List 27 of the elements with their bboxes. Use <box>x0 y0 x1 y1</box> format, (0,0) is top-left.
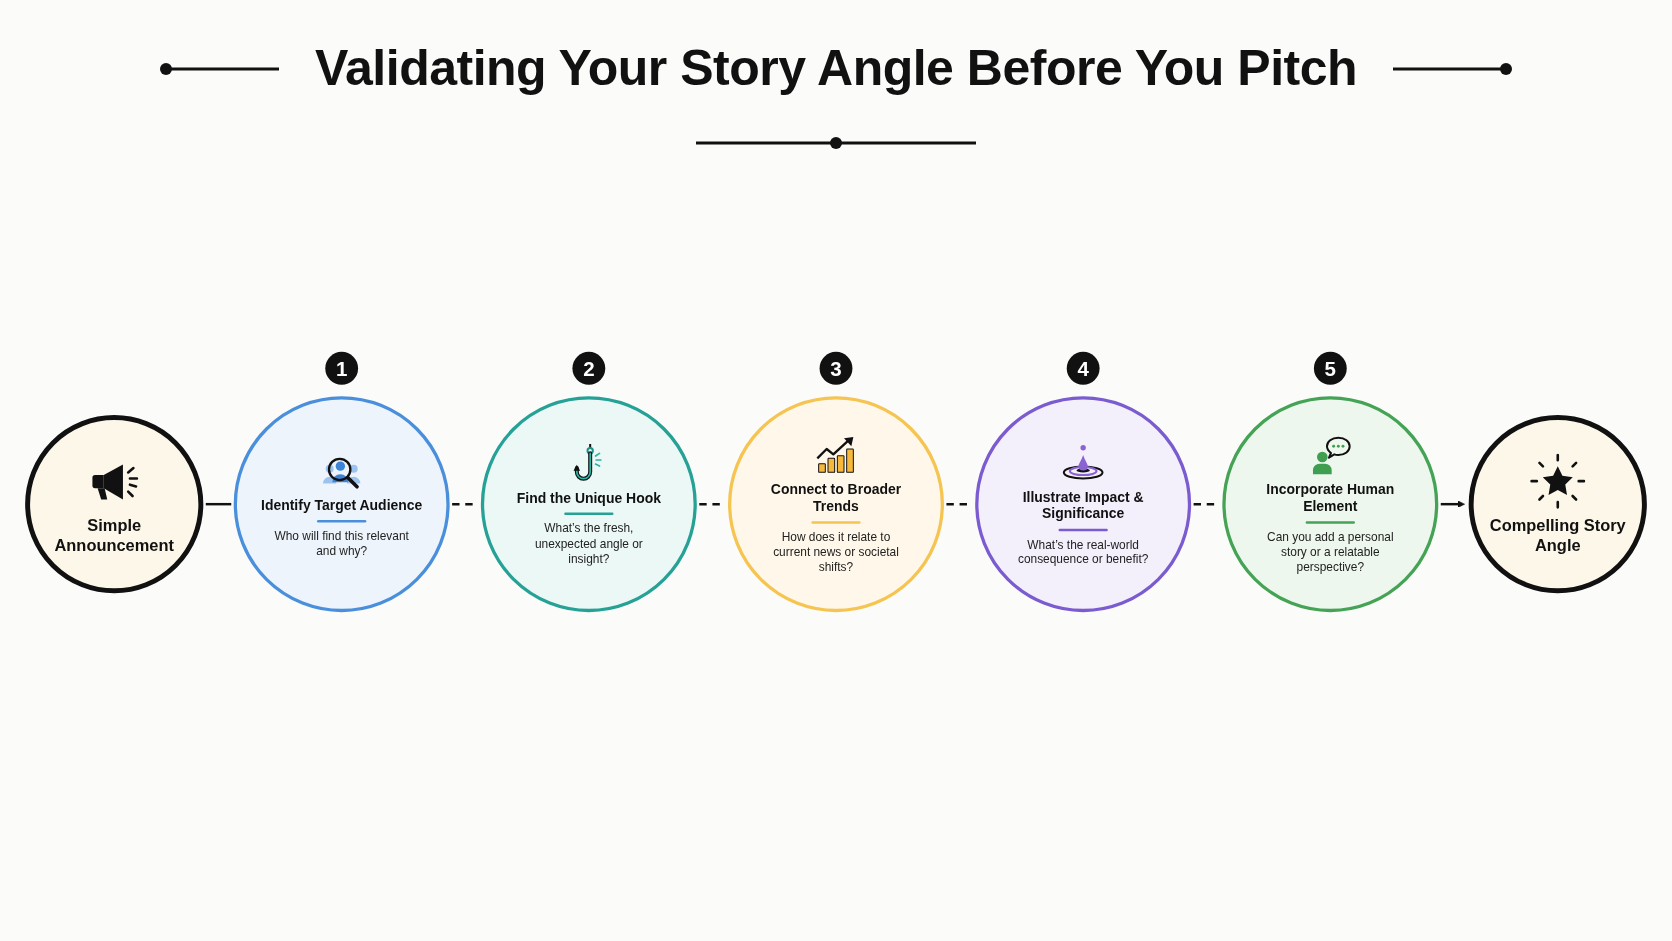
step-title: Connect to Broader Trends <box>769 482 903 516</box>
step-question: Who will find this relevant and why? <box>273 528 410 559</box>
step-circle <box>480 396 697 613</box>
stage-title: Compelling Story Angle <box>1488 516 1627 556</box>
start-circle <box>25 415 204 594</box>
number-badge: 1 <box>325 352 359 386</box>
step-question: Can you add a personal story or a relatable perspective? <box>1266 529 1395 575</box>
step-question: What’s the real-world consequence or benefit? <box>1016 537 1150 568</box>
step-circle <box>1222 396 1439 613</box>
step-circle <box>975 396 1192 613</box>
end-circle <box>1468 415 1647 594</box>
step-question: What’s the fresh, unexpected angle or insight? <box>533 521 644 567</box>
step-circle <box>233 396 450 613</box>
number-badge: 4 <box>1066 352 1100 386</box>
number-badge: 3 <box>819 352 853 386</box>
number-badge: 5 <box>1313 352 1347 386</box>
step-title: Incorporate Human Element <box>1265 482 1396 516</box>
connector-line <box>205 503 232 506</box>
step-circle <box>728 396 944 613</box>
stage-title: Simple Announcement <box>53 516 175 556</box>
number-badge: 2 <box>572 352 606 386</box>
step-title: Find the Unique Hook <box>516 490 661 508</box>
step-title: Identify Target Audience <box>261 498 423 515</box>
step-question: How does it relate to current news or societal shifts? <box>772 529 900 575</box>
arrow <box>1440 501 1465 509</box>
step-title: Illustrate Impact & Significance <box>1021 489 1145 524</box>
title: Validating Your Story Angle Before You Pitch <box>314 40 1358 98</box>
